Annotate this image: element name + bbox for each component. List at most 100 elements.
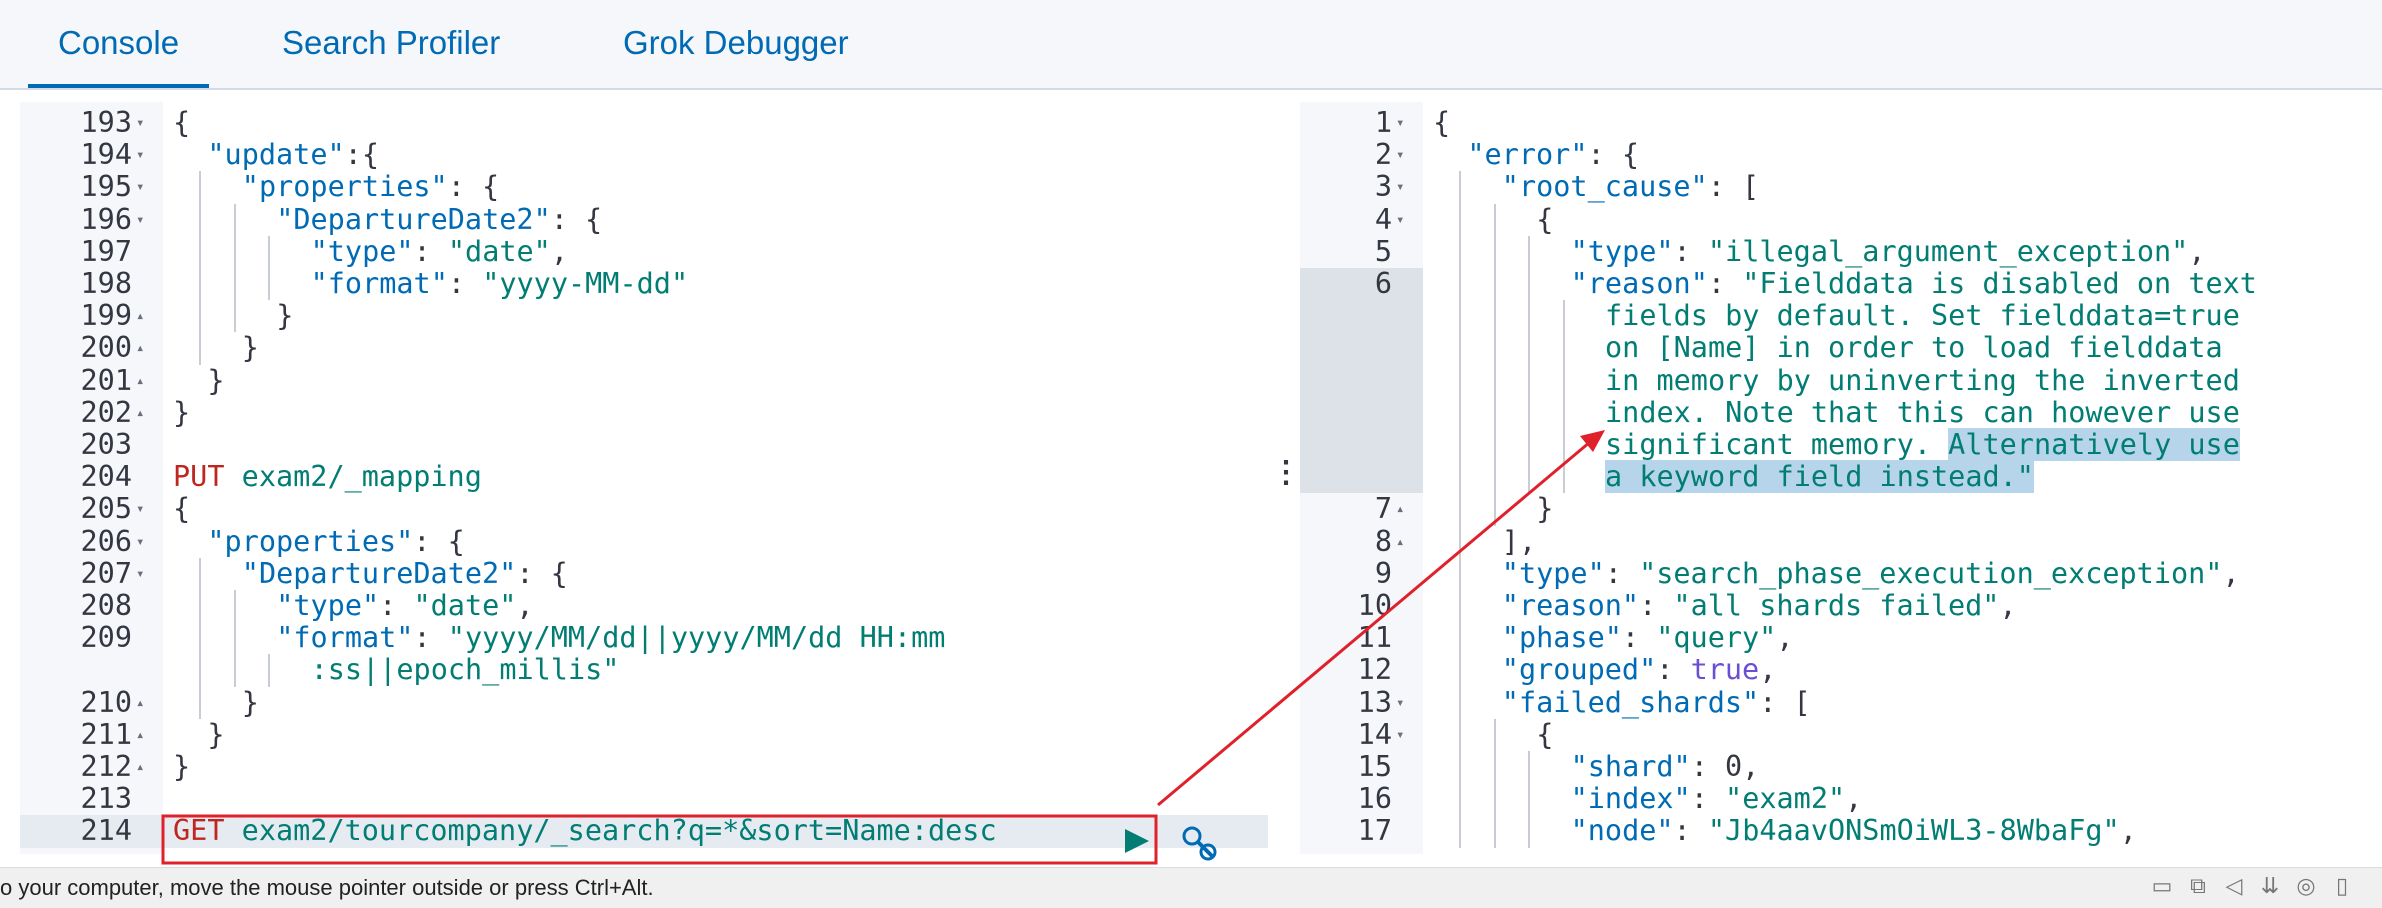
tray-cd-icon[interactable]: ◎: [2296, 873, 2316, 898]
indent-guide: [233, 590, 236, 623]
code-line[interactable]: "DepartureDate2": {: [241, 556, 568, 590]
code-line[interactable]: }: [276, 300, 293, 332]
code-line[interactable]: "format": "yyyy/MM/dd||yyyy/MM/dd HH:mm: [276, 622, 945, 654]
code-line: "node": "Jb4aavONSmOiWL3-8WbaFg",: [1571, 815, 2137, 847]
code-token: }: [207, 717, 225, 751]
fold-arrow-down-icon[interactable]: ▾: [136, 565, 145, 582]
code-line[interactable]: GET exam2/tourcompany/_search?q=*&sort=N…: [173, 815, 997, 847]
code-line[interactable]: :ss||epoch_millis": [311, 654, 620, 686]
code-line[interactable]: }: [173, 750, 190, 783]
code-line: "reason": "Fielddata is disabled on text: [1571, 267, 2257, 300]
line-number: 4: [1374, 202, 1392, 236]
fold-arrow-up-icon[interactable]: ▴: [136, 308, 145, 325]
fold-arrow-down-icon[interactable]: ▾: [1396, 179, 1405, 196]
indent-guide: [199, 622, 202, 655]
indent-guide: [1493, 718, 1496, 751]
code-line[interactable]: "update":{: [207, 139, 379, 171]
code-line[interactable]: {: [173, 493, 190, 525]
indent-guide: [1562, 396, 1565, 429]
panel-resize-icon[interactable]: ⋮: [1271, 456, 1301, 489]
tray-device-icon[interactable]: ▯: [2335, 873, 2349, 898]
code-token: "yyyy/MM/dd||yyyy/MM/dd HH:mm: [447, 621, 946, 655]
fold-arrow-down-icon[interactable]: ▾: [136, 533, 145, 550]
wrench-icon[interactable]: [1178, 822, 1220, 864]
code-line[interactable]: "properties": {: [207, 524, 465, 558]
code-line[interactable]: {: [173, 106, 190, 139]
code-line[interactable]: }: [173, 396, 190, 429]
code-token: "DepartureDate2": [241, 556, 517, 590]
fold-arrow-up-icon[interactable]: ▴: [136, 759, 145, 775]
code-token: ,: [1776, 621, 1794, 655]
line-number: 6: [1374, 267, 1392, 300]
fold-arrow-up-icon[interactable]: ▴: [136, 726, 145, 743]
fold-arrow-down-icon[interactable]: ▾: [1396, 115, 1405, 131]
fold-arrow-down-icon[interactable]: ▾: [136, 179, 145, 196]
line-number: 213: [80, 782, 132, 816]
fold-arrow-up-icon[interactable]: ▴: [1396, 501, 1405, 518]
request-editor[interactable]: 193▾{194▾"update":{195▾"properties": {19…: [20, 102, 1268, 854]
tray-sound-icon[interactable]: ◁: [2225, 873, 2243, 898]
indent-guide: [199, 590, 202, 623]
code-line[interactable]: }: [242, 332, 259, 364]
tab-grok-debugger[interactable]: Grok Debugger: [623, 24, 849, 61]
code-line[interactable]: }: [242, 686, 259, 719]
fold-arrow-up-icon[interactable]: ▴: [136, 404, 145, 421]
app-tab-bar: Console Search Profiler Grok Debugger: [0, 0, 2382, 90]
line-number: 208: [80, 589, 132, 622]
tray-usb-icon[interactable]: ⇊: [2260, 873, 2280, 898]
code-token: : [: [1707, 170, 1760, 204]
code-line[interactable]: PUT exam2/_mapping: [173, 461, 482, 493]
active-line-highlight: [20, 815, 1268, 848]
fold-arrow-up-icon[interactable]: ▴: [136, 694, 145, 711]
tray-disk-icon[interactable]: ▭: [2151, 873, 2173, 898]
line-number: 199: [80, 299, 132, 333]
indent-guide: [268, 235, 271, 268]
indent-guide: [1528, 461, 1531, 494]
code-token: : {: [413, 524, 465, 558]
fold-arrow-down-icon[interactable]: ▾: [136, 115, 145, 131]
gutter-highlight: [1300, 268, 1423, 301]
fold-arrow-down-icon[interactable]: ▾: [1396, 694, 1405, 711]
fold-arrow-down-icon[interactable]: ▾: [1396, 211, 1405, 228]
code-token: "all shards failed": [1673, 589, 2000, 622]
indent-guide: [1528, 364, 1531, 397]
code-line[interactable]: "type": "date",: [276, 589, 533, 622]
code-line[interactable]: }: [207, 717, 225, 751]
tab-console[interactable]: Console: [28, 0, 210, 88]
code-token: "DepartureDate2": [276, 202, 551, 236]
fold-arrow-down-icon[interactable]: ▾: [1396, 726, 1405, 743]
fold-arrow-up-icon[interactable]: ▴: [136, 372, 145, 389]
code-line[interactable]: "format": "yyyy-MM-dd": [311, 267, 689, 300]
code-token: significant memory.: [1605, 428, 1949, 461]
code-line[interactable]: "properties": {: [242, 171, 499, 203]
indent-guide: [1562, 429, 1565, 462]
tray-network-icon[interactable]: ⧉: [2190, 873, 2206, 898]
code-token: exam2/tourcompany/_search?q=*&sort=Name:…: [241, 814, 997, 848]
code-token: true: [1690, 653, 1760, 687]
code-line[interactable]: "DepartureDate2": {: [276, 202, 602, 236]
line-number: 10: [1357, 589, 1392, 622]
fold-arrow-down-icon[interactable]: ▾: [1396, 147, 1405, 164]
line-number: 197: [80, 234, 132, 268]
indent-guide: [199, 300, 202, 333]
code-line: in memory by uninverting the inverted: [1605, 364, 2240, 397]
play-icon[interactable]: [1122, 826, 1152, 856]
tab-search-profiler[interactable]: Search Profiler: [282, 24, 501, 61]
tab-bar-rule: [0, 88, 935, 90]
fold-arrow-up-icon[interactable]: ▴: [136, 340, 145, 357]
fold-arrow-down-icon[interactable]: ▾: [136, 501, 145, 518]
code-line: on [Name] in order to load fielddata: [1605, 332, 2223, 364]
indent-guide: [233, 654, 236, 687]
code-line[interactable]: }: [207, 364, 224, 397]
code-token: "type": [310, 234, 414, 268]
code-line[interactable]: "type": "date",: [310, 234, 568, 268]
fold-arrow-down-icon[interactable]: ▾: [136, 211, 145, 228]
code-token: : {: [447, 170, 500, 204]
fold-arrow-down-icon[interactable]: ▾: [136, 147, 145, 164]
code-token: "reason": [1501, 589, 1640, 622]
line-number: 202: [80, 395, 132, 429]
code-token: "date": [447, 234, 551, 268]
status-text: o your computer, move the mouse pointer …: [0, 875, 654, 900]
gutter-highlight: [1300, 332, 1423, 365]
fold-arrow-up-icon[interactable]: ▴: [1396, 533, 1405, 550]
